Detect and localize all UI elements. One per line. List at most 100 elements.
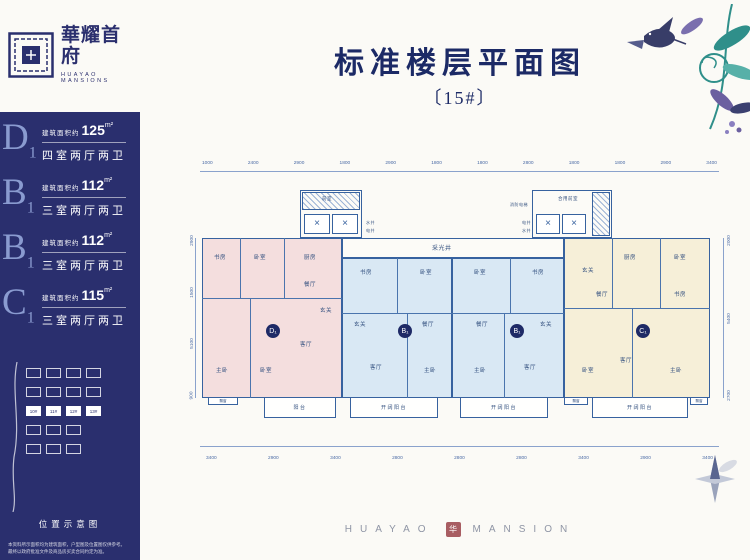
siteplan-building: 11# xyxy=(46,406,61,416)
room-label: 采光井 xyxy=(432,246,452,252)
unit-code: B1 xyxy=(2,228,42,283)
unit-code-letter: C xyxy=(2,282,27,323)
unit-rooms-label: 三室两厅两卫 xyxy=(42,315,126,327)
unit-area-value: 125 xyxy=(81,122,105,138)
room-label: 主卧 xyxy=(424,368,437,374)
dimension-label: 5400 xyxy=(726,312,732,324)
siteplan-label: 位置示意图 xyxy=(38,519,102,529)
partition-line xyxy=(504,313,505,398)
dimension-label: 2800 xyxy=(454,456,465,461)
partition-line xyxy=(452,313,564,314)
elevator-icon: × xyxy=(304,214,330,234)
unit-code-letter: B xyxy=(2,172,27,213)
room-label: 卧室 xyxy=(260,368,273,374)
room-label: 书房 xyxy=(360,270,373,276)
dimension-line-top xyxy=(200,171,719,172)
siteplan-building xyxy=(26,368,41,378)
unit-area-D1 xyxy=(202,238,342,398)
unit-area-B1b xyxy=(452,258,564,398)
unit-badge: D₁ xyxy=(266,324,280,338)
dimension-label: 3400 xyxy=(330,456,341,461)
siteplan-building xyxy=(46,444,61,454)
site-plan: 10#11#12#13# 位置示意图 xyxy=(8,362,132,530)
room-label: 书房 xyxy=(674,292,687,298)
balcony: 开阔阳台 xyxy=(592,398,688,418)
unit-badge: B₁ xyxy=(510,324,524,338)
room-label: 客厅 xyxy=(300,342,313,348)
disclaimer-line: 本资料所示面积均为建筑面积，户型图及位置图仅供参考。 xyxy=(8,541,125,547)
dimension-label: 2900 xyxy=(385,161,397,166)
unit-rooms-label: 三室两厅两卫 xyxy=(42,260,126,272)
unit-area-unit: m² xyxy=(104,232,113,239)
partition-line xyxy=(202,298,342,299)
elevator-icon: × xyxy=(536,214,560,234)
disclaimer: 本资料所示面积均为建筑面积，户型图及位置图仅供参考。最终以政府批准文件及商品房买… xyxy=(8,541,136,556)
brand-logo: 華耀首府 HUAYAO MANSIONS xyxy=(8,25,140,84)
room-label: 餐厅 xyxy=(304,282,317,288)
siteplan-building xyxy=(46,387,61,397)
brand-text: 華耀首府 HUAYAO MANSIONS xyxy=(61,25,140,84)
dimension-label: 2900 xyxy=(268,456,279,461)
siteplan-building xyxy=(26,387,41,397)
siteplan-row xyxy=(26,387,130,397)
unit-area-value: 115 xyxy=(81,287,105,303)
unit-badge: C₁ xyxy=(636,324,650,338)
room-label: 客厅 xyxy=(524,365,537,371)
dimension-label: 2700 xyxy=(726,390,732,401)
balcony: 开阔阳台 xyxy=(460,398,548,418)
bird-and-leaves-decoration xyxy=(627,4,750,134)
room-label: 卧室 xyxy=(420,270,433,276)
brand-seal-icon xyxy=(8,32,54,78)
room-label: 水井 xyxy=(522,228,531,233)
room-label: 电井 xyxy=(366,228,375,233)
room-label: 卧室 xyxy=(474,270,487,276)
dimension-label: 3400 xyxy=(206,456,217,461)
dimension-label: 2000 xyxy=(726,235,732,246)
unit-area-prefix: 建筑面积约 xyxy=(42,295,80,302)
sidebar xyxy=(0,112,140,560)
unit-badge: B₁ xyxy=(398,324,412,338)
partition-line xyxy=(342,313,452,314)
partition-line xyxy=(284,238,285,298)
unit-area-prefix: 建筑面积约 xyxy=(42,130,80,137)
room-label: 玄关 xyxy=(320,308,333,314)
siteplan-buildings: 10#11#12#13# xyxy=(26,368,130,454)
siteplan-building: 13# xyxy=(86,406,101,416)
dimension-label: 2800 xyxy=(516,456,527,461)
unit-area-unit: m² xyxy=(104,287,113,294)
stair-core xyxy=(302,192,360,210)
dimension-label: 3400 xyxy=(706,161,717,166)
brand-name-en: HUAYAO MANSIONS xyxy=(61,71,110,84)
footer-seal-icon: 华 xyxy=(445,522,461,537)
siteplan-building xyxy=(66,368,81,378)
dimension-label: 2800 xyxy=(392,456,403,461)
unit-area-unit: m² xyxy=(104,122,114,129)
room-label: 餐厅 xyxy=(476,322,489,328)
balcony: 阳台 xyxy=(264,398,336,418)
room-label: 客厅 xyxy=(620,358,633,364)
room-label: 书房 xyxy=(214,255,227,261)
siteplan-building xyxy=(46,368,61,378)
dimension-line-right xyxy=(723,238,724,398)
partition-line xyxy=(612,238,613,308)
room-label: 消防电梯 xyxy=(510,202,528,207)
elevator-icon: × xyxy=(332,214,358,234)
dimension-line-left xyxy=(195,238,196,398)
footer-word-left: HUAYAO xyxy=(344,524,434,535)
siteplan-building xyxy=(26,444,41,454)
partition-line xyxy=(240,238,241,298)
siteplan-building xyxy=(86,368,101,378)
balcony: 开阔阳台 xyxy=(350,398,438,418)
dimension-label: 1800 xyxy=(431,161,442,166)
unit-code-letter: D xyxy=(2,117,29,158)
